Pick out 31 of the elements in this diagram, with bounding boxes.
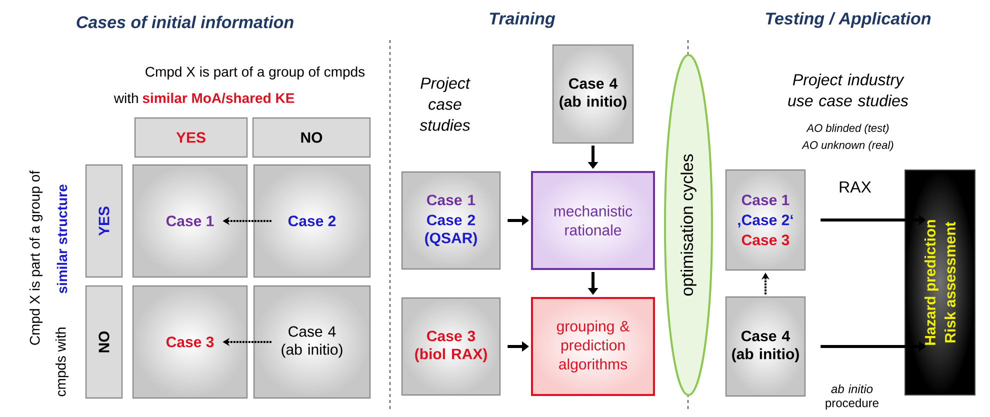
header-cell: NO [85,285,123,399]
case-box: Case 4 (ab initio) [552,44,634,144]
axis-caption: with [114,92,138,104]
case-box: Case 4 (ab initio) [725,296,806,397]
output-box: Hazard prediction Risk assessment [904,170,976,396]
case-box: Case 1 ,Case 2‘ Case 3 [725,169,806,271]
axis-caption: Cmpd X is part of a group of cmpds [146,66,365,80]
case-box: Case 3 (biol RAX) [401,297,501,396]
matrix-cell: Case 3 [132,285,248,399]
header-cell: YES [85,164,123,278]
process-box: mechanistic rationale [531,171,655,270]
axis-caption: Cmpd X is part of a group of [30,170,43,345]
axis-caption: cmpds with [56,328,69,396]
case-box: Case 1 Case 2 (QSAR) [401,171,501,270]
matrix-cell: Case 4 (ab initio) [253,285,371,399]
note-text: AO blinded (test) [806,124,889,134]
edge-label: ab initio procedure [826,384,878,410]
section-heading: Testing / Application [766,12,931,28]
header-cell: YES [134,117,248,158]
section-heading: Training [490,12,556,28]
matrix-cell: Case 2 [253,164,371,278]
edge-label: RAX [840,181,872,192]
axis-caption: similar structure [56,184,68,294]
section-heading: Cases of initial information [76,16,294,28]
header-cell: NO [252,117,371,158]
matrix-cell: Case 1 [132,164,248,278]
column-caption: Project case studies [420,77,470,131]
note-text: AO unknown (real) [802,140,894,152]
column-caption: Project industry use case studies [788,74,908,106]
axis-caption: similar MoA/shared KE [142,92,294,104]
process-box: grouping & prediction algorithms [531,296,655,396]
